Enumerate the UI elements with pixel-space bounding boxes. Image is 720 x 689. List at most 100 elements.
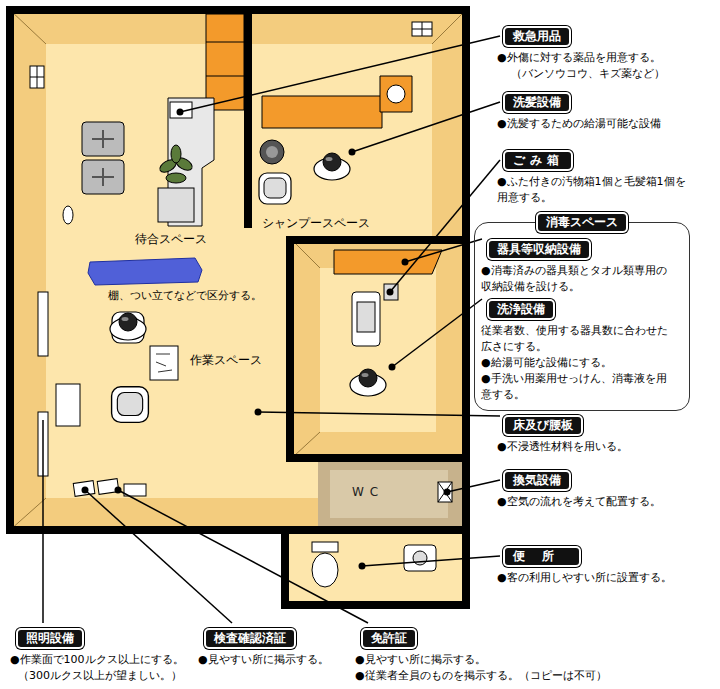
callout: 照明設備 ●作業面で100ルクス以上にする。（300ルクス以上が望ましい。） [10, 628, 200, 684]
storage-shelf [334, 250, 442, 274]
leader-dot [115, 487, 122, 494]
sofa-seat [82, 122, 124, 156]
cabinet-line [206, 42, 244, 43]
shampoo-cabinet [380, 76, 412, 112]
leader-dot [82, 487, 89, 494]
callout-text: 従業者数、使用する器具数に合わせた広さにする。 [481, 323, 675, 355]
callout-text: ●従業者全員のものを掲示する。（コピーは不可） [355, 668, 655, 684]
leader-line [118, 490, 368, 623]
corner-line [10, 498, 46, 530]
leader-line [352, 102, 500, 152]
window-grid [30, 66, 44, 88]
corner-line [432, 10, 466, 44]
callout-heading: 照明設備 [16, 628, 84, 649]
leader-line [405, 239, 482, 262]
leader-line [258, 412, 500, 416]
partition-screen [88, 258, 202, 285]
shampoo-bowl [260, 140, 284, 164]
leader-dot [255, 409, 262, 416]
callout-heading: 洗髪設備 [503, 92, 571, 113]
callout: 検査確認済証●見やすい所に掲示する。 [198, 628, 348, 668]
callout: 換気設備●空気の流れを考えて配置する。 [497, 470, 712, 510]
leader-lines [43, 36, 500, 623]
window [30, 66, 44, 88]
disinfection-wall-band [294, 242, 462, 456]
outer-wall [10, 10, 466, 530]
leader-dot [402, 259, 409, 266]
callout-text: ●洗髪するための給湯可能な設備 [497, 116, 712, 132]
person [350, 369, 386, 396]
leader-dot [387, 289, 394, 296]
plant-pot [158, 188, 194, 222]
callout: 便所 ●客の利用しやすい所に設置する。 [497, 546, 712, 586]
callout-text: （300ルクス以上が望ましい。） [18, 668, 200, 684]
fan-mark [438, 482, 452, 502]
waste-bin [384, 284, 398, 300]
cabinet [206, 14, 244, 110]
leader-dot [359, 563, 366, 570]
callout: 免許証 ●見やすい所に掲示する。●従業者全員のものを掲示する。（コピーは不可） [355, 628, 655, 684]
wall-band [10, 10, 466, 530]
leader-line [180, 36, 500, 112]
callout-heading: 床及び腰板 [503, 415, 583, 436]
barber-chair [112, 387, 149, 423]
callout-heading: 換気設備 [503, 470, 571, 491]
area-label: 作業スペース [190, 352, 262, 369]
callout: 器具等収納設備●消毒済みの器具類とタオル類専用の収納設備を設ける。 [481, 239, 675, 295]
leader-line [392, 299, 482, 367]
shampoo-counter [262, 96, 382, 128]
area-label: シャンプースペース [262, 215, 370, 232]
callout-heading: 便所 [503, 546, 581, 567]
callout: 床及び腰板●不浸透性材料を用いる。 [497, 415, 712, 455]
toilet-bowl [312, 553, 338, 587]
wall-panel [56, 384, 80, 426]
callout-text: ●手洗い用薬用せっけん、消毒液を用意する。 [481, 371, 675, 403]
window-grid [412, 22, 432, 36]
leader-dots [82, 109, 451, 570]
leader-dot [444, 489, 451, 496]
callout-text: ●ふた付きの汚物箱1個と毛髪箱1個を用意する。 [497, 174, 693, 206]
chair [112, 387, 149, 423]
wash-basin [357, 302, 375, 332]
cushion-mark [92, 130, 114, 148]
leader-line [447, 480, 500, 492]
area-label: WC [352, 485, 384, 499]
callout-text: ●見やすい所に掲示する。 [355, 652, 655, 668]
area-label: 棚、つい立てなどで区分する。 [108, 288, 262, 303]
wc-corridor-floor [330, 470, 448, 518]
leader-line [42, 420, 44, 623]
cushion-mark [92, 168, 114, 186]
shampoo-bowl-inner [266, 146, 278, 158]
callout-text: ●作業面で100ルクス以上にする。 [10, 652, 200, 668]
toilet-sink [404, 545, 436, 571]
wash-sink [352, 292, 380, 346]
person [314, 153, 350, 180]
mirror-table [150, 346, 178, 380]
callout-text: （バンソウコウ、キズ薬など） [511, 66, 712, 82]
partition-wall [244, 10, 252, 228]
callout-heading: 免許証 [361, 628, 417, 649]
table-items [156, 354, 172, 372]
toilet-tank [312, 542, 338, 552]
area-label: 待合スペース [135, 231, 207, 248]
callout-heading: ごみ箱 [503, 150, 573, 171]
hook [63, 206, 73, 224]
leader-dot [389, 364, 396, 371]
certificate [73, 481, 95, 497]
disinfection-floor [320, 268, 436, 432]
sofa-seat [82, 160, 124, 194]
callout-heading: 救急用品 [503, 26, 571, 47]
callout-text: ●給湯可能な設備にする。 [481, 355, 675, 371]
callout: 洗髪設備 ●洗髪するための給湯可能な設備 [497, 92, 712, 132]
ventilation-fan [438, 482, 452, 502]
group-box: 消毒スペース器具等収納設備●消毒済みの器具類とタオル類専用の収納設備を設ける。洗… [474, 222, 690, 411]
callout: 洗浄設備従業者数、使用する器具数に合わせた広さにする。●給湯可能な設備にする。●… [481, 299, 675, 403]
light-fixture [38, 292, 48, 356]
wc-corridor [318, 462, 462, 526]
callout: ごみ箱 ●ふた付きの汚物箱1個と毛髪箱1個を用意する。 [497, 150, 693, 206]
callout-text: ●客の利用しやすい所に設置する。 [497, 570, 712, 586]
leader-line [362, 556, 500, 566]
